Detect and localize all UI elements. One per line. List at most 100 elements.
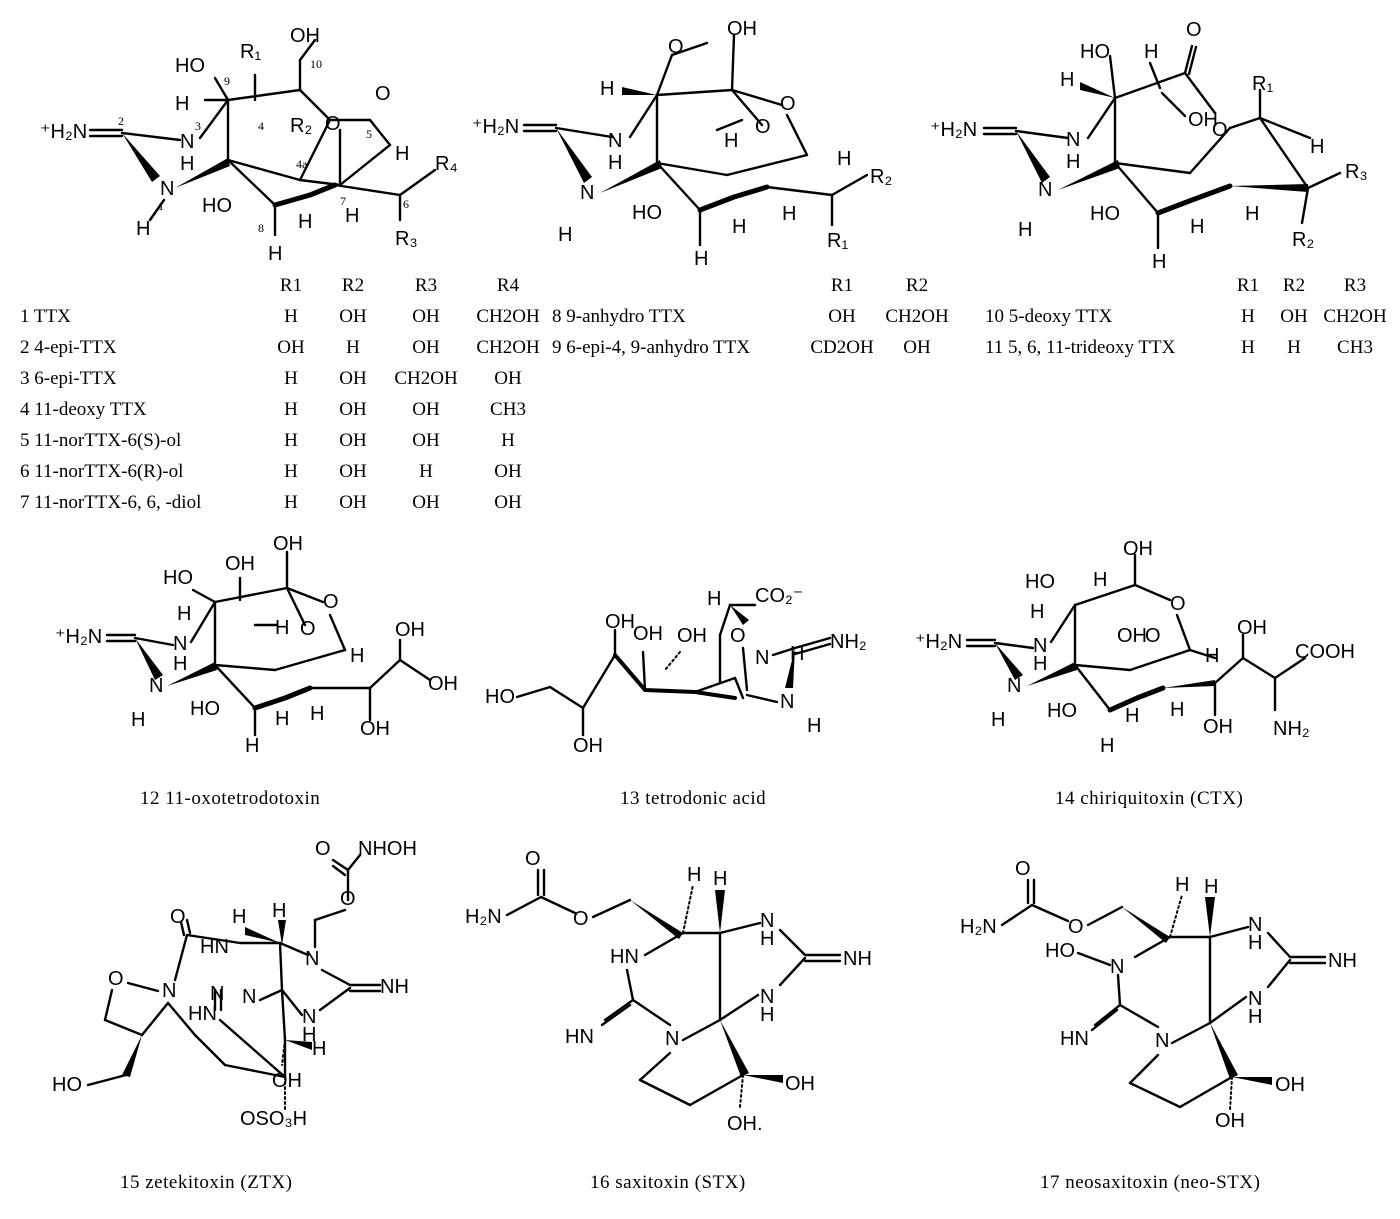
- svg-text:H₂N: H₂N: [960, 916, 997, 938]
- svg-text:⁺H₂N: ⁺H₂N: [472, 116, 519, 138]
- svg-text:R₂: R₂: [1292, 229, 1314, 251]
- svg-text:H: H: [558, 224, 572, 246]
- svg-text:OH: OH: [272, 1070, 302, 1092]
- svg-text:H: H: [272, 900, 286, 922]
- substituent-value: H: [1241, 305, 1255, 327]
- svg-text:N: N: [1110, 956, 1124, 978]
- atom-r4: R₄: [435, 153, 458, 175]
- svg-text:OSO₃H: OSO₃H: [240, 1108, 307, 1130]
- svg-text:N: N: [1066, 129, 1080, 151]
- svg-text:O: O: [300, 618, 316, 640]
- svg-text:H: H: [732, 216, 746, 238]
- svg-text:H: H: [1248, 932, 1262, 954]
- substituent-value: CH2OH: [476, 336, 540, 358]
- svg-text:H: H: [312, 1038, 326, 1060]
- substituent-value: OH: [412, 336, 440, 358]
- svg-text:N: N: [305, 948, 319, 970]
- svg-text:N: N: [760, 910, 774, 932]
- svg-text:H: H: [724, 130, 738, 152]
- svg-text:OH: OH: [677, 625, 707, 647]
- svg-text:HN: HN: [1060, 1028, 1089, 1050]
- svg-text:O: O: [1186, 19, 1202, 41]
- svg-text:H: H: [1144, 41, 1158, 63]
- substituent-value: H: [284, 305, 298, 327]
- substituent-value: OH: [494, 460, 522, 482]
- substituent-value: OH: [339, 305, 367, 327]
- svg-text:H: H: [608, 152, 622, 174]
- substituent-value: H: [1287, 336, 1301, 358]
- caption-14: 14 chiriquitoxin (CTX): [1055, 788, 1244, 809]
- svg-text:NHOH: NHOH: [358, 838, 417, 860]
- svg-text:N: N: [1248, 914, 1262, 936]
- svg-text:H: H: [173, 653, 187, 675]
- compound-name: 10 5-deoxy TTX: [985, 305, 1113, 327]
- substituent-value: OH: [903, 336, 931, 358]
- svg-text:H: H: [1310, 136, 1324, 158]
- svg-text:H: H: [1152, 251, 1166, 273]
- substituent-value: CH2OH: [885, 305, 949, 327]
- svg-text:H: H: [180, 153, 194, 175]
- svg-text:H: H: [345, 205, 359, 227]
- caption-12: 12 11-oxotetrodotoxin: [140, 788, 321, 809]
- svg-text:7: 7: [340, 194, 346, 208]
- substituent-value: H: [346, 336, 360, 358]
- svg-text:H: H: [1205, 645, 1219, 667]
- svg-text:H: H: [1093, 569, 1107, 591]
- svg-text:N: N: [608, 130, 622, 152]
- svg-text:H: H: [298, 211, 312, 233]
- svg-text:O: O: [525, 848, 541, 870]
- svg-text:HO: HO: [52, 1074, 82, 1096]
- substituent-value: H: [1241, 336, 1255, 358]
- compound-name: 6 11-norTTX-6(R)-ol: [20, 460, 184, 482]
- svg-text:OH: OH: [225, 553, 255, 575]
- svg-text:OH: OH: [573, 735, 603, 757]
- svg-text:8: 8: [258, 221, 264, 235]
- svg-text:OH: OH: [1188, 109, 1218, 131]
- svg-text:H: H: [175, 93, 189, 115]
- svg-text:⁺H₂N: ⁺H₂N: [930, 119, 977, 141]
- neosaxitoxin-structure: O H₂N O H N HO HN N H N H NH N H OH OH: [960, 858, 1357, 1132]
- substituent-value: OH: [277, 336, 305, 358]
- svg-text:H: H: [687, 864, 701, 886]
- svg-text:O: O: [1170, 593, 1186, 615]
- svg-text:H: H: [1204, 876, 1218, 898]
- svg-text:H: H: [177, 603, 191, 625]
- svg-text:R₃: R₃: [1345, 161, 1368, 183]
- svg-text:OH: OH: [273, 533, 303, 555]
- zetekitoxin-structure: O NHOH O N NH N H O N O HO OSO₃H HN N HN…: [52, 838, 417, 1130]
- compound-name: 7 11-norTTX-6, 6, -diol: [20, 491, 202, 513]
- svg-text:H: H: [807, 715, 821, 737]
- tetrodonic-acid-structure: HO OH OH OH OH H CO₂⁻ O N NH₂ N H H: [485, 585, 867, 757]
- svg-text:O: O: [573, 908, 589, 930]
- svg-text:N: N: [210, 983, 224, 1005]
- svg-text:H: H: [1033, 653, 1047, 675]
- caption-15: 15 zetekitoxin (ZTX): [120, 1172, 293, 1193]
- svg-text:OH: OH: [1275, 1074, 1305, 1096]
- chiriquitoxin-structure: ⁺H₂N NH NH OH HO H H O O OH H OH COOH NH…: [915, 538, 1355, 757]
- svg-text:HN: HN: [200, 936, 229, 958]
- svg-text:HN: HN: [610, 946, 639, 968]
- compound-name: 4 11-deoxy TTX: [20, 398, 147, 420]
- svg-text:HN: HN: [188, 1003, 217, 1025]
- svg-text:O: O: [755, 116, 771, 138]
- svg-text:N: N: [1155, 1030, 1169, 1052]
- substituent-value: H: [284, 429, 298, 451]
- svg-text:⁺H₂N: ⁺H₂N: [915, 631, 962, 653]
- svg-text:6: 6: [403, 197, 409, 211]
- svg-text:N: N: [665, 1028, 679, 1050]
- substituent-value: CH2OH: [476, 305, 540, 327]
- atom-r1: R₁: [240, 41, 261, 63]
- svg-text:N: N: [1248, 988, 1262, 1010]
- svg-text:O: O: [108, 968, 124, 990]
- svg-text:HO: HO: [163, 567, 193, 589]
- substituent-value: CH3: [490, 398, 526, 420]
- svg-text:OH: OH: [727, 18, 757, 40]
- svg-text:H: H: [1066, 151, 1080, 173]
- svg-text:H: H: [1060, 69, 1074, 91]
- svg-text:H: H: [790, 643, 804, 665]
